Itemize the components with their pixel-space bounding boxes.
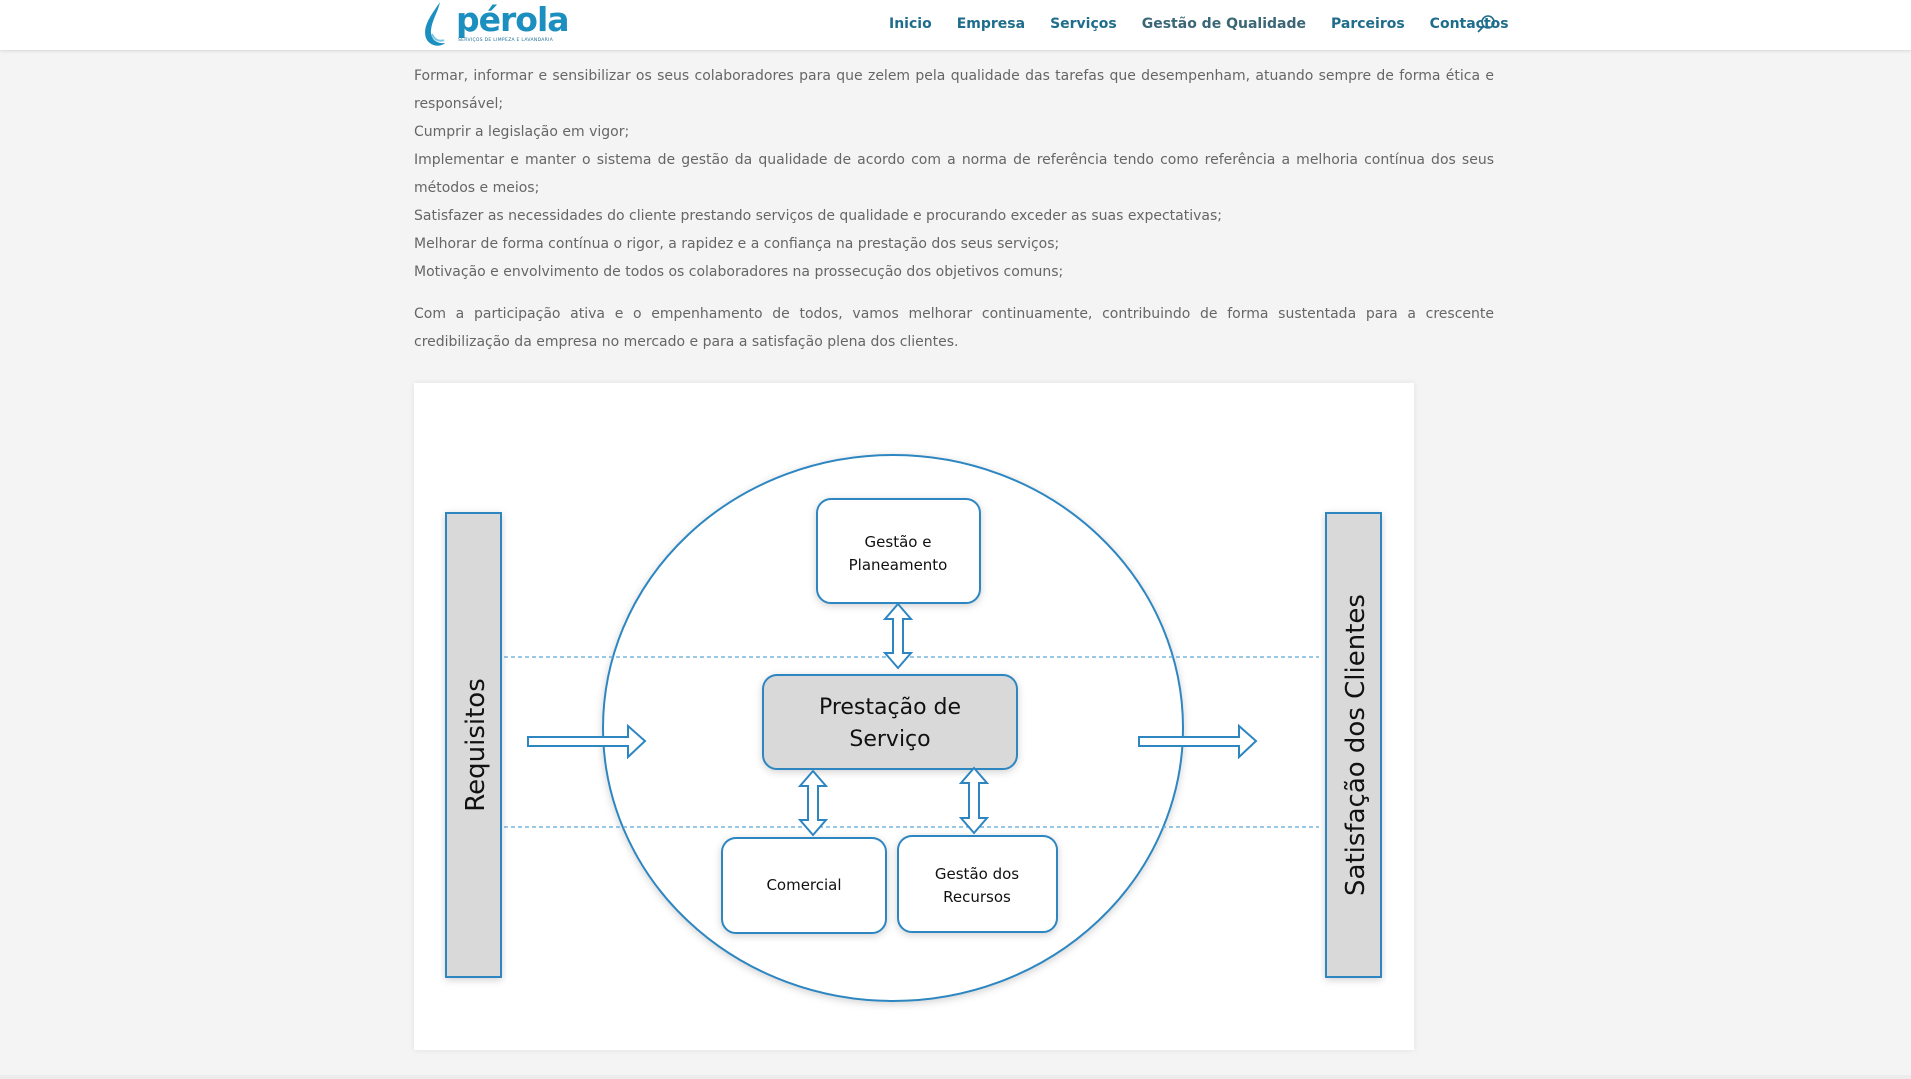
nav-servicos[interactable]: Serviços — [1050, 16, 1117, 32]
nav-parceiros[interactable]: Parceiros — [1330, 16, 1405, 32]
box-label: Planeamento — [849, 556, 948, 574]
double-arrow-icon — [958, 766, 990, 835]
satisfacao-bar — [1325, 512, 1382, 978]
nav-gestao-de-qualidade[interactable]: Gestão de Qualidade — [1141, 16, 1306, 32]
nav-empresa[interactable]: Empresa — [956, 16, 1026, 32]
satisfacao-label: Satisfação dos Clientes — [1341, 594, 1371, 896]
double-arrow-icon — [797, 769, 829, 837]
arrow-right-icon — [527, 723, 647, 760]
search-icon[interactable] — [1475, 14, 1497, 36]
policy-item: Implementar e manter o sistema de gestão… — [414, 152, 1494, 196]
prestacao-servico-box — [762, 674, 1018, 770]
closing-paragraph: Com a participação ativa e o empenhament… — [414, 306, 1494, 350]
nav-inicio[interactable]: Inicio — [889, 16, 932, 32]
gestao-planeamento-box — [816, 498, 981, 604]
logo-wordmark: pérola — [456, 0, 570, 39]
site-header: pérola SERVIÇOS DE LIMPEZA E LAVANDARIA … — [0, 0, 1911, 50]
logo-tagline: SERVIÇOS DE LIMPEZA E LAVANDARIA — [458, 38, 554, 43]
arrow-right-icon — [1138, 723, 1258, 760]
box-label: Recursos — [943, 888, 1011, 906]
policy-item: Satisfazer as necessidades do cliente pr… — [414, 208, 1223, 224]
page-bottom-strip — [0, 1075, 1911, 1079]
comercial-box — [721, 837, 887, 934]
requisitos-bar — [445, 512, 502, 978]
requisitos-label: Requisitos — [461, 678, 491, 812]
policy-item: Motivação e envolvimento de todos os col… — [414, 264, 1064, 280]
double-arrow-icon — [882, 602, 914, 670]
box-label: Comercial — [766, 876, 841, 894]
quality-process-diagram: Requisitos Satisfação dos Clientes Gestã… — [414, 383, 1414, 1050]
gestao-recursos-box — [897, 835, 1058, 933]
water-drop-icon — [425, 2, 445, 46]
policy-item: Cumprir a legislação em vigor; — [414, 124, 630, 140]
policy-item: Melhorar de forma contínua o rigor, a ra… — [414, 236, 1060, 252]
main-nav: Inicio Empresa Serviços Gestão de Qualid… — [889, 14, 1534, 34]
box-label: Prestação de — [819, 695, 961, 720]
box-label: Gestão dos — [935, 865, 1019, 883]
quality-policy-text: Formar, informar e sensibilizar os seus … — [414, 62, 1494, 356]
box-label: Serviço — [849, 727, 930, 752]
box-label: Gestão e — [865, 533, 932, 551]
site-logo[interactable]: pérola SERVIÇOS DE LIMPEZA E LAVANDARIA — [418, 0, 570, 50]
policy-item: Formar, informar e sensibilizar os seus … — [414, 68, 1494, 112]
